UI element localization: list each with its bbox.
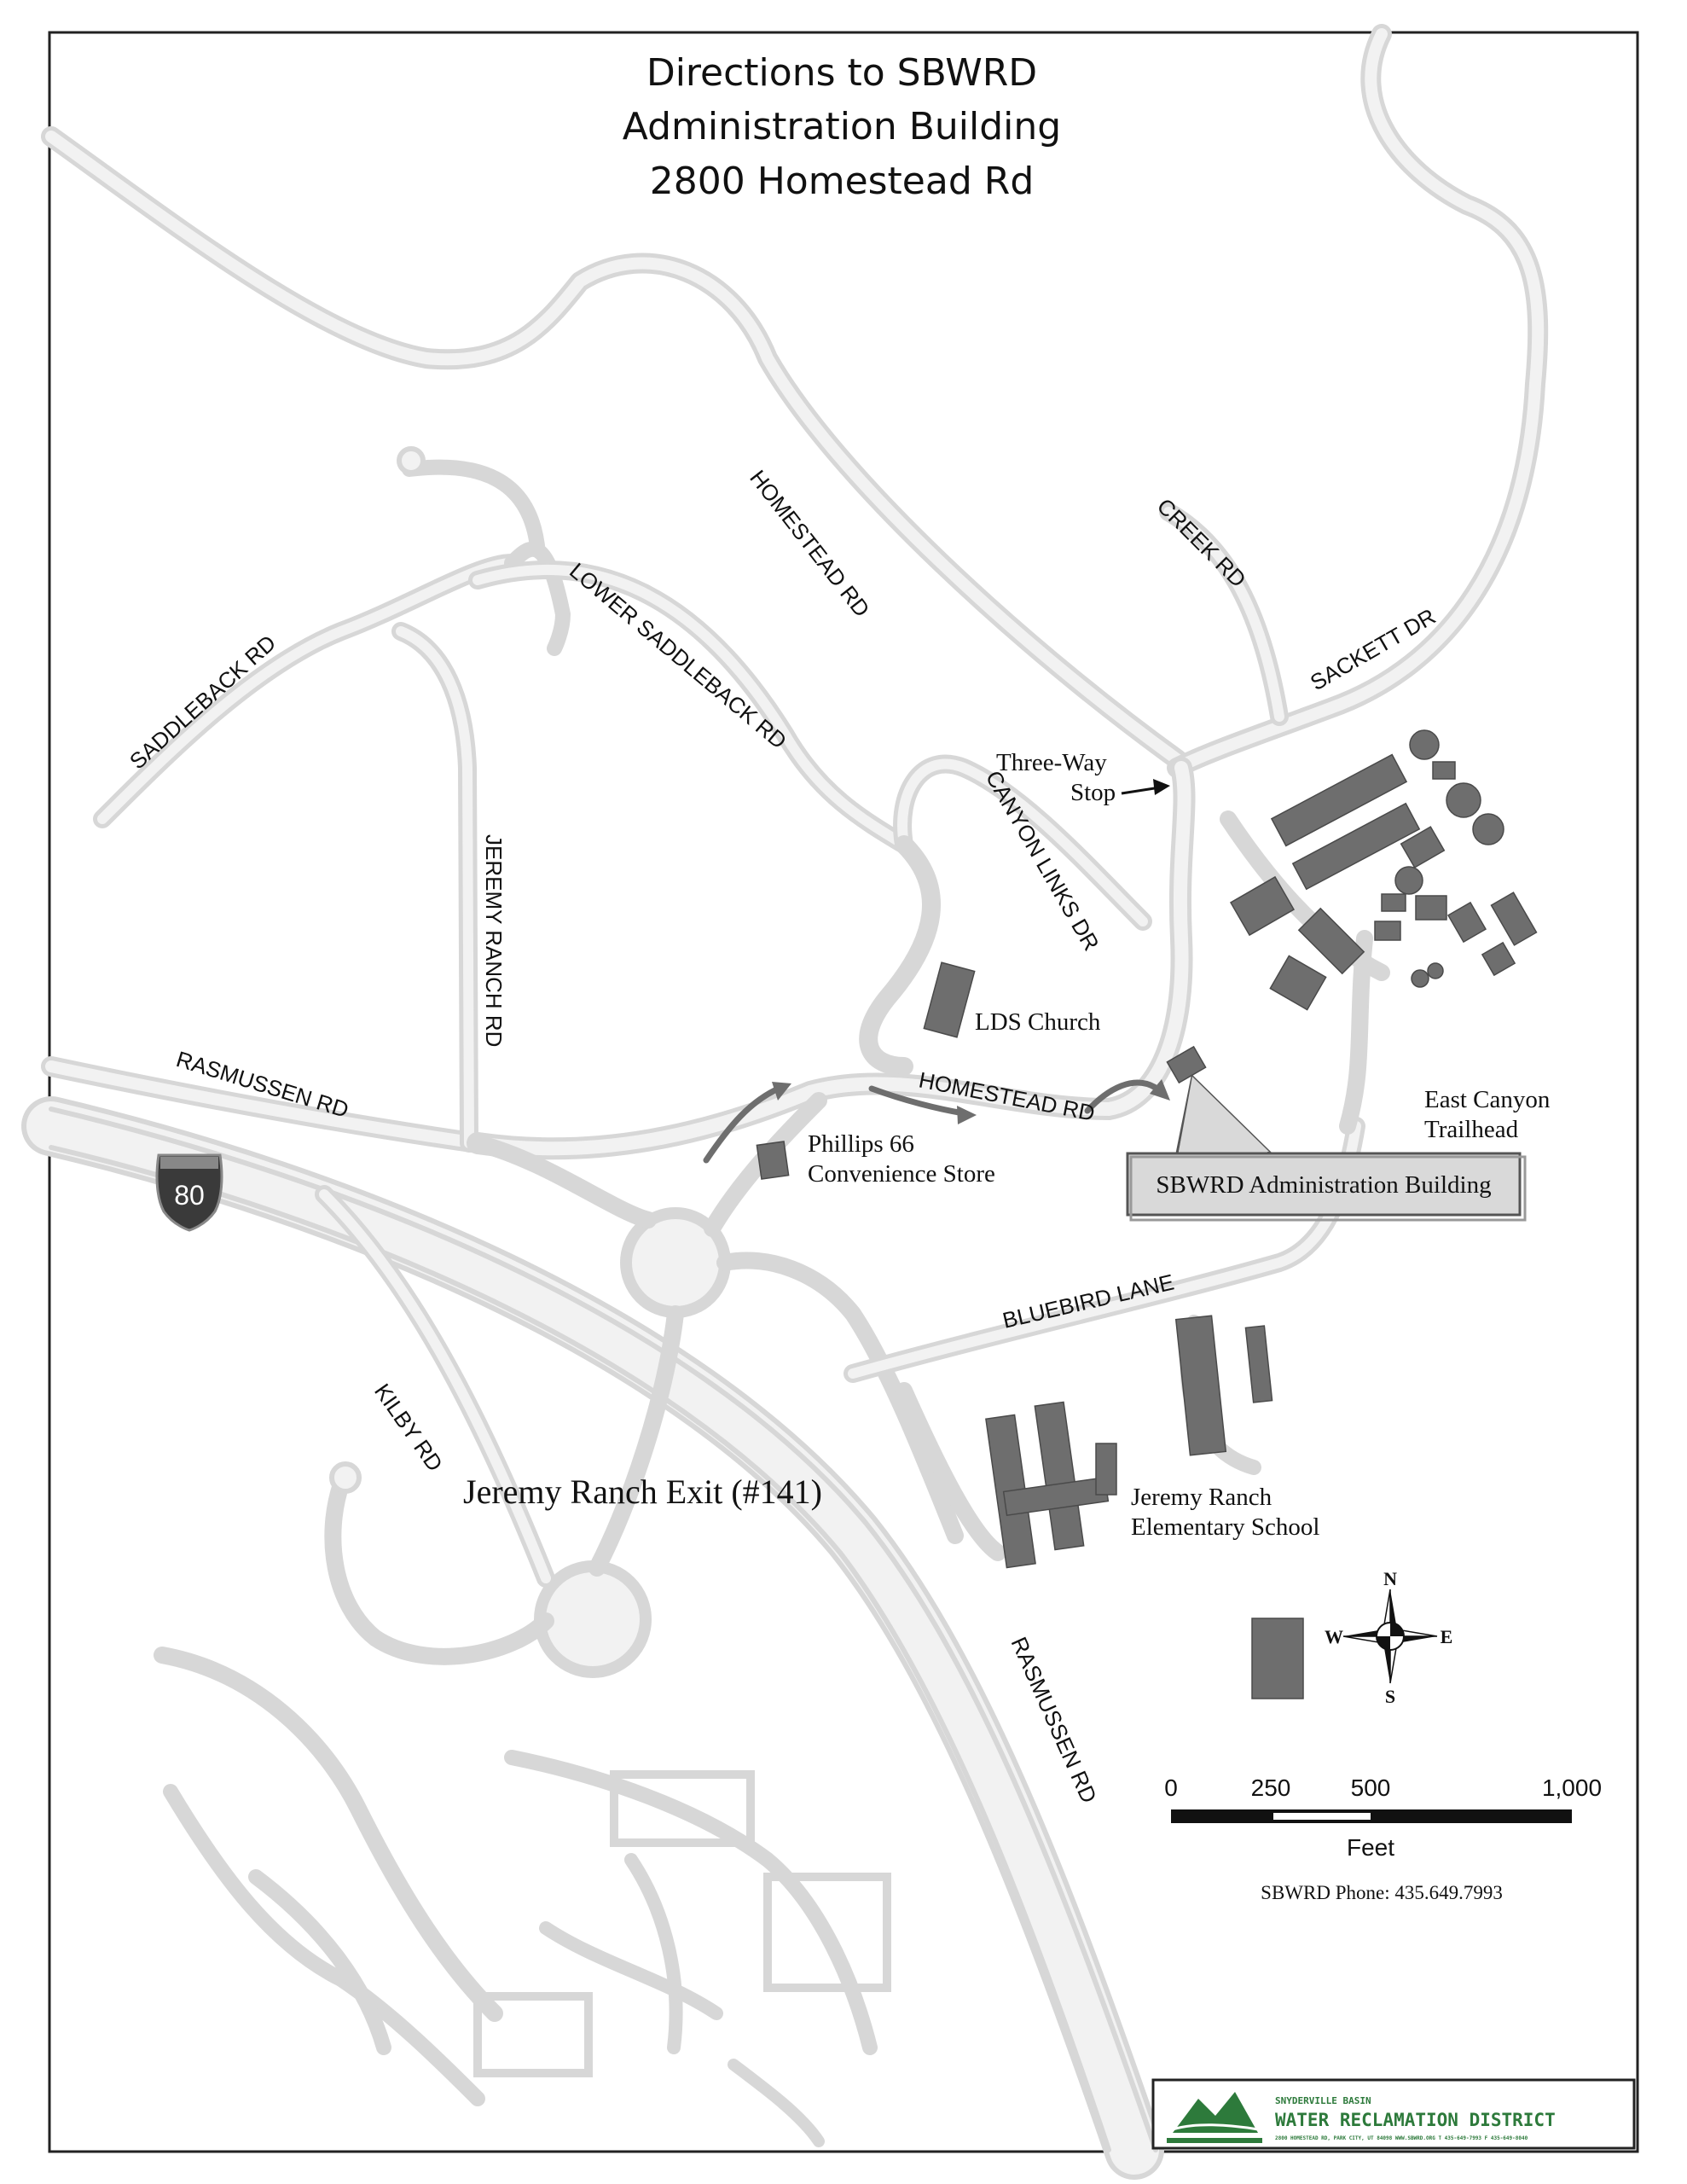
sbwrd-callout-label: SBWRD Administration Building <box>1156 1171 1491 1199</box>
compass-rose: N S E W <box>1325 1568 1452 1707</box>
three-way-stop-label-2: Stop <box>1070 779 1116 806</box>
phone-number: SBWRD Phone: 435.649.7993 <box>1261 1882 1503 1903</box>
scale-tick-250: 250 <box>1251 1774 1291 1801</box>
east-canyon-label-2: Trailhead <box>1424 1116 1519 1143</box>
title-line-1: Directions to SBWRD <box>646 51 1037 95</box>
phillips-66-label-2: Convenience Store <box>808 1160 995 1188</box>
phillips-66-label-1: Phillips 66 <box>808 1130 914 1158</box>
east-canyon-label-1: East Canyon <box>1424 1086 1551 1113</box>
compass-east: E <box>1441 1626 1453 1647</box>
title-line-3: 2800 Homestead Rd <box>650 160 1035 203</box>
sbwrd-callout: SBWRD Administration Building <box>1126 1073 1527 1222</box>
school-label-1: Jeremy Ranch <box>1131 1484 1272 1511</box>
phillips-66-building <box>756 1141 790 1180</box>
buildings <box>756 729 1538 1699</box>
logo-main-line: WATER RECLAMATION DISTRICT <box>1275 2110 1556 2130</box>
scale-bar: 0 250 500 1,000 Feet <box>1164 1774 1602 1861</box>
compass-west: W <box>1325 1626 1343 1647</box>
scale-tick-0: 0 <box>1164 1774 1178 1801</box>
label-jeremy-ranch-rd: JEREMY RANCH RD <box>481 834 507 1047</box>
district-logo: SNYDERVILLE BASIN WATER RECLAMATION DIST… <box>1151 2078 1636 2150</box>
logo-address-line: 2800 HOMESTEAD RD, PARK CITY, UT 84098 W… <box>1275 2135 1528 2141</box>
three-way-stop-arrow <box>1121 779 1170 795</box>
interstate-80-shield: 80 <box>155 1153 223 1232</box>
scale-tick-500: 500 <box>1351 1774 1391 1801</box>
compass-south: S <box>1385 1686 1395 1707</box>
title-line-2: Administration Building <box>623 105 1061 148</box>
mountains-icon <box>1167 2092 1262 2143</box>
interstate-80-label: 80 <box>174 1180 205 1211</box>
lds-church-building <box>923 961 976 1038</box>
route-arrows <box>703 1079 1170 1164</box>
scale-unit: Feet <box>1347 1834 1394 1861</box>
scale-tick-1000: 1,000 <box>1542 1774 1602 1801</box>
elementary-school-building <box>985 1401 1117 1569</box>
three-way-stop-label-1: Three-Way <box>996 749 1107 776</box>
jeremy-ranch-exit-label: Jeremy Ranch Exit (#141) <box>463 1472 822 1511</box>
logo-small-line: SNYDERVILLE BASIN <box>1275 2095 1371 2106</box>
compass-north: N <box>1383 1568 1397 1589</box>
lds-church-label: LDS Church <box>975 1008 1101 1036</box>
school-label-2: Elementary School <box>1131 1513 1319 1541</box>
